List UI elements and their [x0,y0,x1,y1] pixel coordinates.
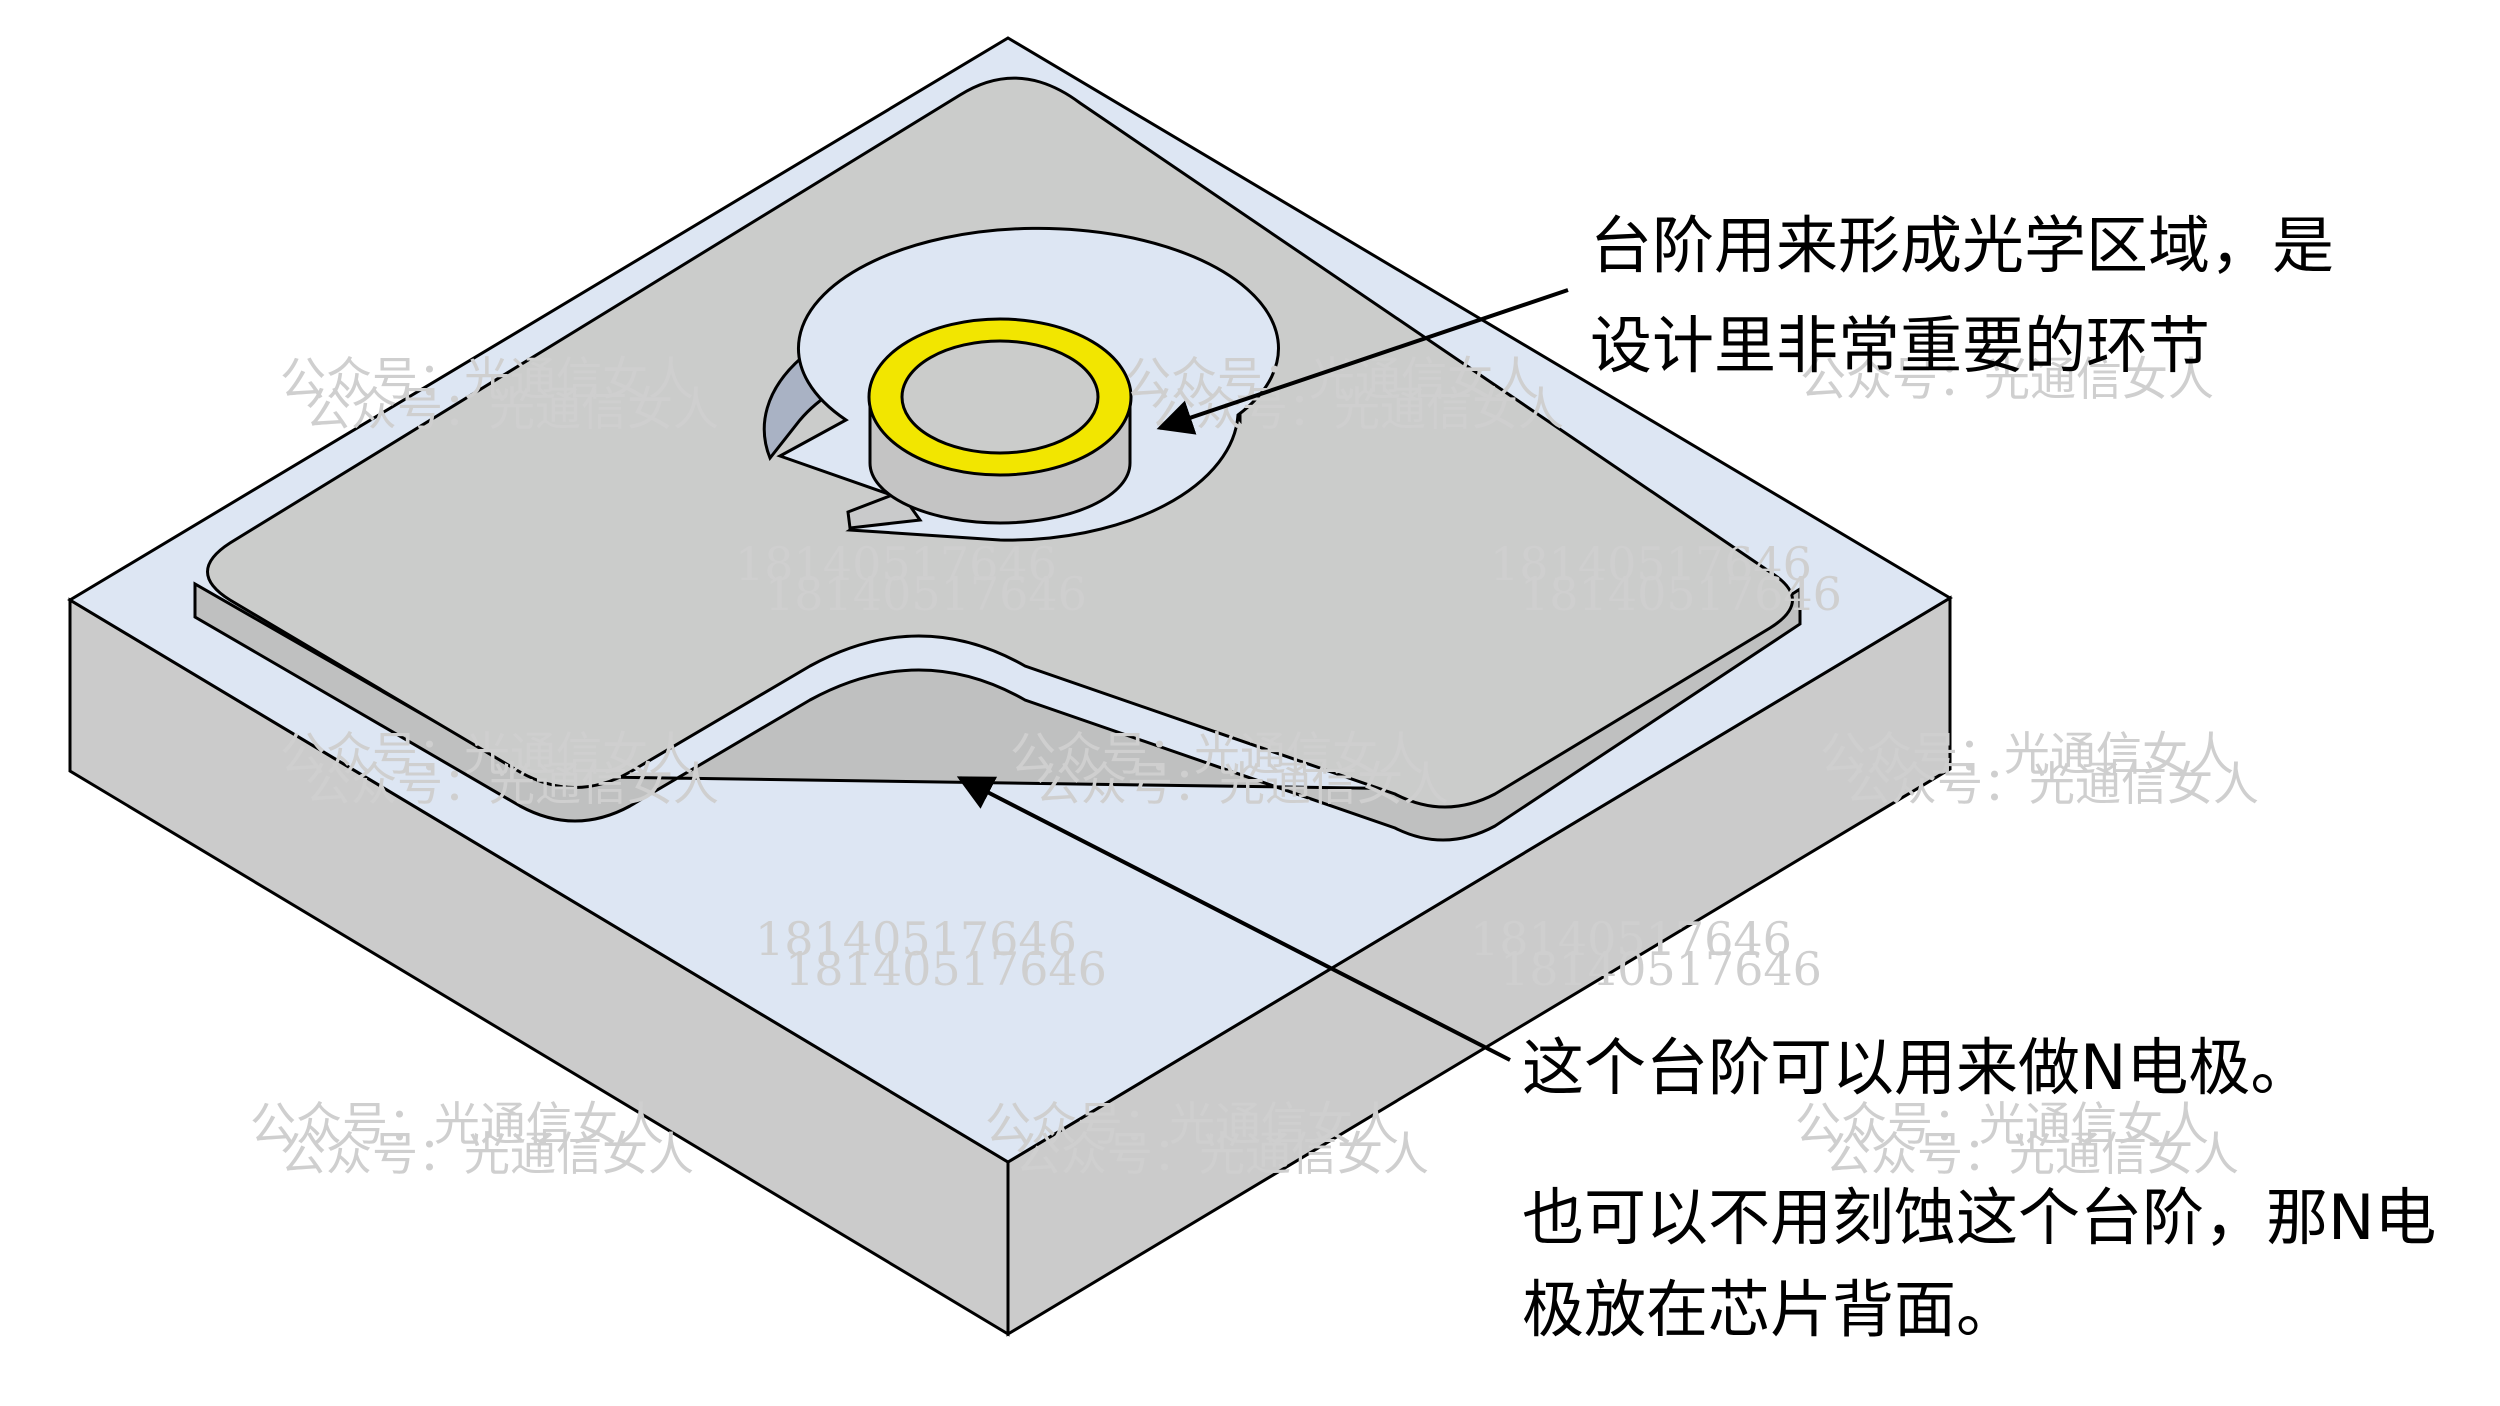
watermark-phone: 18140517646 [1470,912,1792,966]
watermark-account: 公众号：光通信女人 [250,1097,664,1151]
watermark-account: 公众号：光通信女人 [1035,757,1449,811]
watermark-account: 公众号：光通信女人 [1800,352,2214,406]
watermark-account: 公众号：光通信女人 [1795,1097,2209,1151]
watermark-account: 公众号：光通信女人 [280,352,694,406]
callout-line: 极放在芯片背面。 [1522,1273,2019,1346]
mesa-side-wall [193,581,1802,842]
n-electrode-callout: 这个台阶可以用来做N电极。 [1522,1031,2313,1104]
watermark-phone: 18140517646 [1500,942,1822,996]
watermark-account: 公众号：光通信女人 [1010,727,1424,781]
watermark-account: 公众号：光通信女人 [305,382,719,436]
watermark-account: 公众号：光通信女人 [1845,757,2259,811]
watermark-account: 公众号：光通信女人 [1015,1127,1429,1181]
watermark-layer: 公众号：光通信女人 公众号：光通信女人 公众号：光通信女人 公众号：光通信女人 … [250,352,2259,1181]
alternative-callout: 也可以不用刻蚀这个台阶，那N电 极放在芯片背面。 [1522,1172,2436,1356]
watermark-phone: 18140517646 [1490,537,1812,591]
watermark-phone: 18140517646 [765,567,1087,621]
watermark-account: 公众号：光通信女人 [280,1127,694,1181]
watermark-account: 公众号：光通信女人 [1820,727,2234,781]
watermark-phone: 18140517646 [755,912,1077,966]
watermark-phone: 18140517646 [785,942,1107,996]
callout-line: 也可以不用刻蚀这个台阶，那N电 [1522,1181,2437,1254]
watermark-account: 公众号：光通信女人 [1825,1127,2239,1181]
callout-line: 设计里非常重要的环节 [1590,309,2211,382]
callout-line: 台阶用来形成光学区域，是 [1590,209,2335,282]
watermark-phone: 18140517646 [735,537,1057,591]
ring-mesa-top [900,339,1100,455]
arrow-to-ring [1156,288,1569,435]
arrow-to-n-step [956,776,1511,1062]
watermark-account: 公众号：光通信女人 [985,1097,1399,1151]
watermark-account: 公众号：光通信女人 [305,757,719,811]
watermark-phone: 18140517646 [1520,567,1842,621]
watermark-account: 公众号：光通信女人 [280,727,694,781]
watermark-account: 公众号：光通信女人 [1125,352,1539,406]
optical-region [762,226,1280,542]
optical-step-callout: 台阶用来形成光学区域，是 设计里非常重要的环节 [1590,196,2334,396]
